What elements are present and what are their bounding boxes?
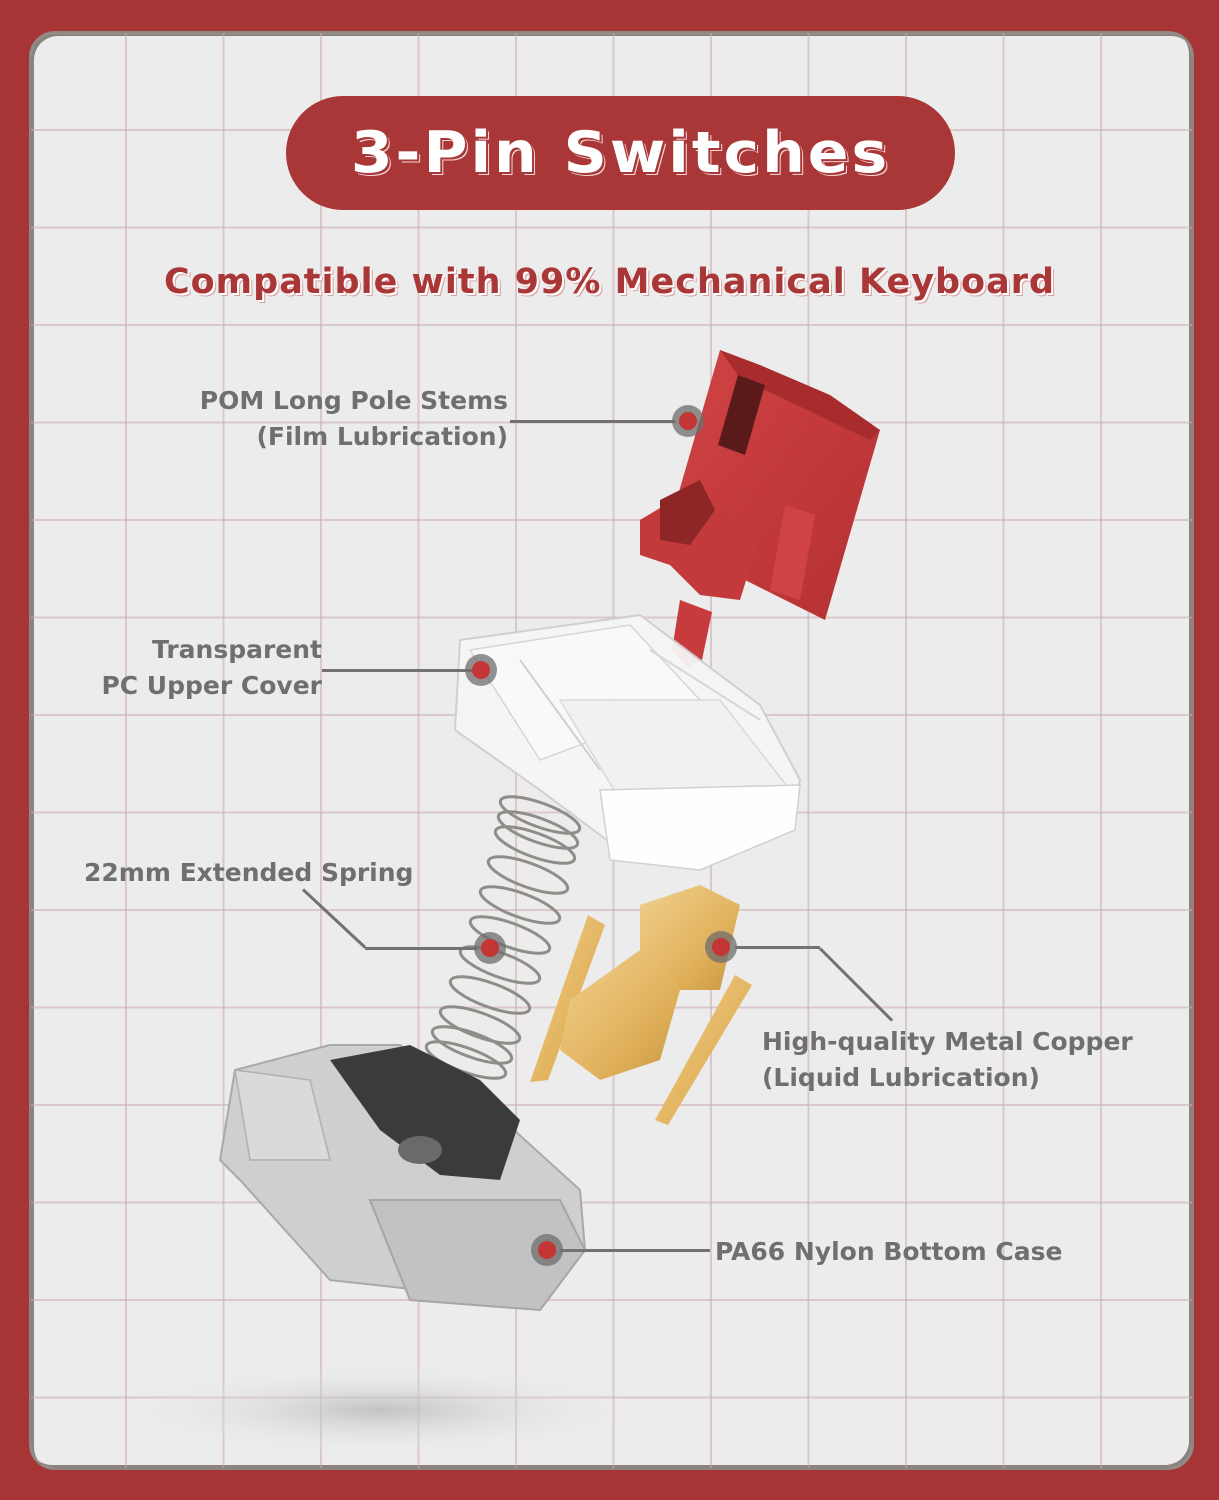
callout-label-bottom-case: PA66 Nylon Bottom Case xyxy=(715,1234,1062,1270)
callout-line: PA66 Nylon Bottom Case xyxy=(715,1237,1063,1266)
callout-label-spring: 22mm Extended Spring xyxy=(84,855,413,891)
content-panel xyxy=(29,31,1194,1470)
stem-part xyxy=(640,350,880,668)
copper-contact-part xyxy=(530,885,752,1125)
title-banner: 3-Pin Switches xyxy=(286,96,955,210)
callout-line: (Film Lubrication) xyxy=(256,422,508,451)
callout-dot-spring xyxy=(474,932,506,964)
callout-line: (Liquid Lubrication) xyxy=(762,1063,1040,1092)
callout-label-stem: POM Long Pole Stems (Film Lubrication) xyxy=(200,383,508,455)
callout-leader-bottom-case xyxy=(560,1249,710,1252)
shadow xyxy=(120,1365,640,1455)
callout-leader-upper-cover xyxy=(322,669,472,672)
upper-cover-part xyxy=(453,613,802,872)
callout-line: PC Upper Cover xyxy=(101,671,322,700)
callout-label-copper: High-quality Metal Copper (Liquid Lubric… xyxy=(762,1024,1133,1096)
callout-line: POM Long Pole Stems xyxy=(199,386,508,415)
page-title: 3-Pin Switches xyxy=(350,119,891,187)
callout-leader-stem xyxy=(510,420,675,423)
callout-leader-spring xyxy=(365,947,477,950)
callout-dot-bottom-case xyxy=(531,1234,563,1266)
callout-line: High-quality Metal Copper xyxy=(762,1027,1133,1056)
callout-line: Transparent xyxy=(152,635,322,664)
callout-leader-copper xyxy=(735,946,820,949)
spring-part xyxy=(424,795,582,1080)
callout-dot-upper-cover xyxy=(465,654,497,686)
compatibility-subtitle: Compatible with 99% Mechanical Keyboard xyxy=(163,262,1056,302)
callout-label-upper-cover: Transparent PC Upper Cover xyxy=(101,632,322,704)
bottom-case-part xyxy=(218,1044,587,1312)
callout-dot-stem xyxy=(672,405,704,437)
callout-dot-copper xyxy=(705,931,737,963)
callout-line: 22mm Extended Spring xyxy=(84,858,414,887)
